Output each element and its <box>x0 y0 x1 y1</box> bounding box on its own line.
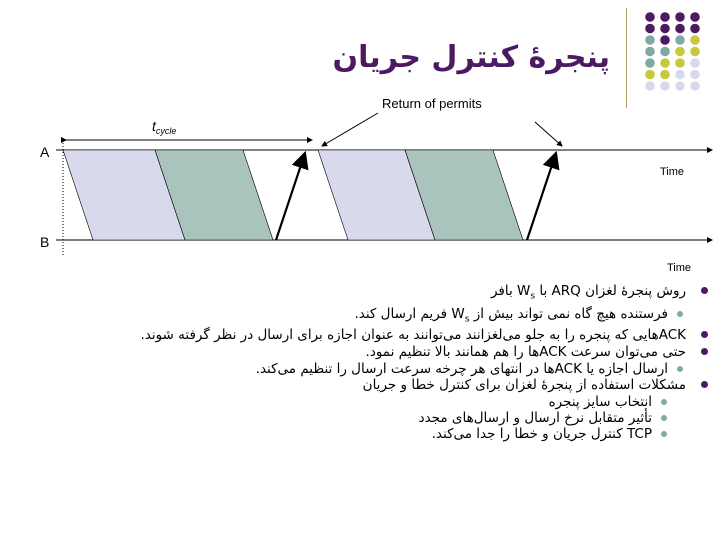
bullet-item: حتی می‌توان سرعت ACKها را هم همانند بالا… <box>6 344 708 361</box>
decorative-dot <box>645 81 655 91</box>
bullet-text: TCP کنترل جریان و خطا را جدا می‌کند. <box>431 426 652 443</box>
bullet-dot-icon <box>701 287 708 294</box>
decorative-dot <box>645 23 655 34</box>
bullet-text: ارسال اجازه یا ACKها در انتهای هر چرخه س… <box>255 361 668 378</box>
bullet-dot-icon <box>701 381 708 389</box>
bullet-item: روش پنجرۀ لغزان ARQ با Ws بافر <box>6 283 708 305</box>
bullet-dot-icon <box>661 415 667 422</box>
bullet-dot-icon <box>661 399 667 406</box>
decorative-dot <box>675 12 685 22</box>
bullet-dot-icon <box>661 431 667 438</box>
decorative-dot <box>660 46 670 57</box>
bullet-text: مشکلات استفاده از پنجرۀ لغزان برای کنترل… <box>362 377 686 394</box>
bullet-text: فرستنده هیچ گاه نمی تواند بیش از Ws فریم… <box>354 305 668 325</box>
decorative-dot <box>660 23 670 34</box>
bullet-dot-icon <box>701 331 708 339</box>
decorative-dot <box>690 69 700 80</box>
permit-arrow-1 <box>274 150 309 241</box>
bullet-text: روش پنجرۀ لغزان ARQ با Ws بافر <box>490 283 686 302</box>
frame-2 <box>154 149 274 241</box>
label-b: B <box>40 234 49 250</box>
permit-arrow-2 <box>525 150 560 241</box>
bullet-list: روش پنجرۀ لغزان ARQ با Ws بافر فرستنده هی… <box>6 283 708 443</box>
bullet-dot-icon <box>701 348 708 356</box>
time-label-b: Time <box>667 262 691 274</box>
return-label: Return of permits <box>382 96 482 111</box>
return-pointer-left <box>321 112 379 147</box>
decorative-dot <box>660 12 670 22</box>
bullet-item: TCP کنترل جریان و خطا را جدا می‌کند. <box>6 426 667 443</box>
decorative-dot <box>645 58 655 68</box>
bullet-text: حتی می‌توان سرعت ACKها را هم همانند بالا… <box>365 344 686 361</box>
decorative-dot <box>675 69 685 80</box>
bullet-item: انتخاب سایز پنجره <box>6 394 667 411</box>
decorative-dot <box>660 35 670 45</box>
label-a: A <box>40 144 50 160</box>
bullet-text: ACKهایی که پنجره را به جلو می‌لغزانند می… <box>140 327 686 344</box>
time-label-a: Time <box>660 166 684 178</box>
slide-title: پنجرۀ کنترل جریان <box>332 40 610 75</box>
bullet-item: مشکلات استفاده از پنجرۀ لغزان برای کنترل… <box>6 377 708 394</box>
decorative-dot <box>660 69 670 80</box>
decorative-dot <box>690 23 700 34</box>
tcycle-label: tcycle <box>152 118 176 136</box>
bullet-item: ACKهایی که پنجره را به جلو می‌لغزانند می… <box>6 327 708 344</box>
decorative-dot <box>675 35 685 45</box>
decorative-dot <box>690 58 700 68</box>
decorative-dot <box>660 58 670 68</box>
return-pointer-right <box>534 121 563 147</box>
decorative-dot <box>690 12 700 22</box>
bullet-item: تأثیر متقابل نرخ ارسال و ارسال‌های مجدد <box>6 410 667 427</box>
decorative-dot <box>675 46 685 57</box>
decorative-dot <box>645 35 655 45</box>
bullet-item: ارسال اجازه یا ACKها در انتهای هر چرخه س… <box>6 361 683 378</box>
decorative-dot <box>675 58 685 68</box>
decorative-dot <box>645 12 655 22</box>
decorative-dot <box>690 46 700 57</box>
title-divider <box>626 8 627 108</box>
decorative-dot <box>645 46 655 57</box>
bullet-text: تأثیر متقابل نرخ ارسال و ارسال‌های مجدد <box>418 410 652 427</box>
bullet-dot-icon <box>677 310 683 317</box>
bullet-text: انتخاب سایز پنجره <box>548 394 652 411</box>
bullet-dot-icon <box>677 366 683 373</box>
decorative-dot-grid <box>645 12 700 91</box>
flow-control-diagram: A B tcycle Return of permits Time Time <box>40 96 713 274</box>
decorative-dot <box>690 35 700 45</box>
bullet-item: فرستنده هیچ گاه نمی تواند بیش از Ws فریم… <box>6 305 683 328</box>
frame-4 <box>404 149 524 241</box>
decorative-dot <box>660 81 670 91</box>
decorative-dot <box>675 81 685 91</box>
decorative-dot <box>690 81 700 91</box>
decorative-dot <box>645 69 655 80</box>
decorative-dot <box>675 23 685 34</box>
